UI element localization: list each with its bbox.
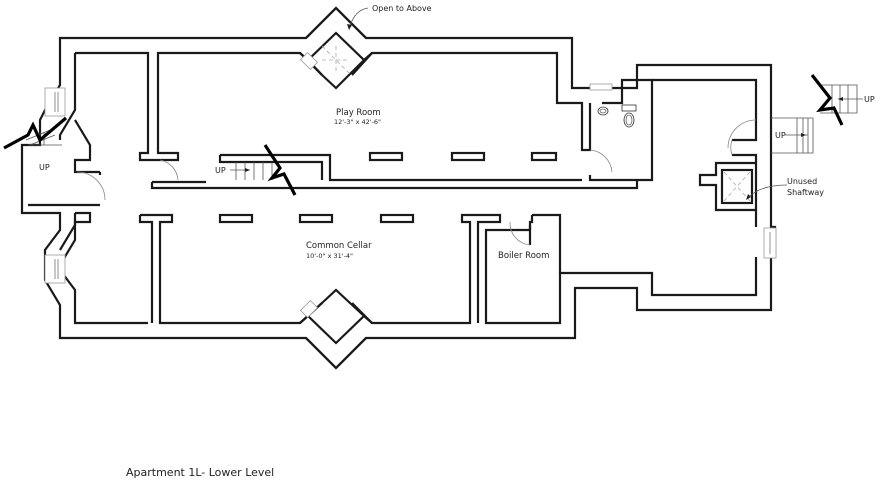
sink-icon [597, 106, 609, 116]
column [530, 151, 558, 162]
columns [218, 151, 558, 224]
room-name-common-cellar: Common Cellar [306, 241, 372, 251]
window [299, 51, 319, 71]
door-swing [159, 159, 179, 181]
room-name-play-room: Play Room [336, 108, 381, 118]
exterior-walls [20, 6, 777, 370]
break-line [3, 116, 68, 150]
shaftway-label-line1: Unused [787, 177, 817, 186]
left-entry [3, 53, 148, 325]
column [218, 213, 254, 224]
column [450, 151, 486, 162]
stair-up-label: UP [39, 163, 50, 172]
room-dim-common-cellar: 10'-0" x 31'-4" [306, 252, 353, 260]
column [298, 213, 334, 224]
corridor-walls [138, 153, 639, 325]
open-to-above-label: Open to Above [372, 4, 432, 13]
right-entry-stair [771, 117, 814, 154]
break-line [263, 144, 297, 196]
stair-up-label: UP [215, 166, 226, 175]
column [379, 213, 415, 224]
bottom-bay [299, 288, 373, 370]
drawing-title: Apartment 1L- Lower Level [126, 466, 275, 479]
toilet-tank-icon [621, 104, 637, 112]
column [368, 151, 404, 162]
corridor-stair [230, 144, 297, 196]
stair-up-label: UP [775, 131, 786, 140]
window [589, 83, 613, 91]
door-swing [730, 139, 733, 156]
exterior-stair [810, 74, 863, 126]
shaftway [698, 161, 788, 212]
door-swing [727, 119, 757, 149]
window [299, 299, 319, 319]
door-swing [509, 221, 531, 246]
room-name-boiler-room: Boiler Room [498, 251, 549, 261]
door-swing [589, 149, 613, 173]
stair-up-label: UP [864, 95, 875, 104]
shaftway-label-line2: Shaftway [787, 188, 824, 197]
break-line [810, 74, 844, 126]
room-dim-play-room: 12'-3" x 42'-6" [334, 118, 381, 126]
bathroom [589, 83, 637, 128]
top-bay [299, 6, 373, 90]
toilet-icon [623, 112, 635, 128]
